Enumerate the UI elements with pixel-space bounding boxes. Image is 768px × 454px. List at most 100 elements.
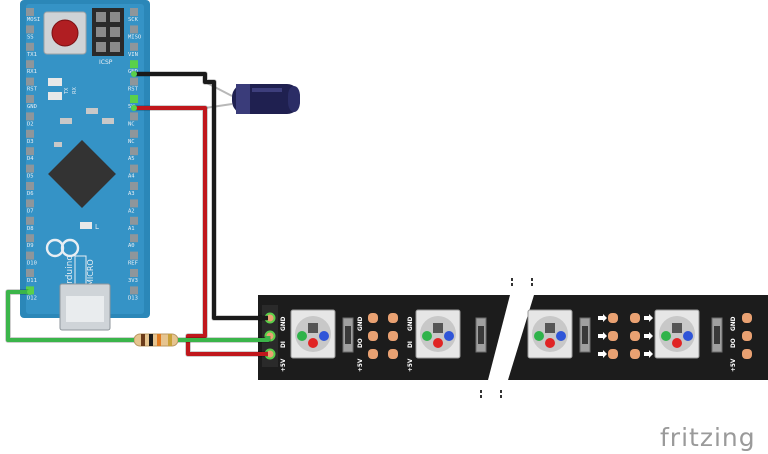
- strip-input-label-2: +5V: [281, 358, 287, 372]
- pin-label-left: D8: [27, 226, 34, 232]
- pin-a3-right: [130, 182, 138, 190]
- pin-rst-left: [26, 77, 34, 86]
- data-wire-b: [178, 336, 270, 342]
- strip-pad-label-3-2: +5V: [731, 358, 737, 372]
- strip-pad-label-3-0: GND: [731, 316, 737, 331]
- pin-a4-right: [130, 164, 138, 173]
- left-pin-header: MOSISSTX1RX1RSTGNDD2D3D4D5D6D7D8D9D10D11…: [26, 8, 40, 301]
- strip-arrow-a-2: [598, 350, 607, 358]
- l-led: [80, 222, 92, 229]
- strip-arrow-b-2: [644, 350, 653, 358]
- strip-pad-label-1-1: DO: [358, 338, 364, 348]
- pin-5v-right: [130, 95, 138, 103]
- pin-label-left: MOSI: [27, 17, 40, 23]
- strip-pad-d-1: [630, 331, 640, 341]
- pin-a2-right: [130, 199, 138, 208]
- pin-d6-left: [26, 182, 34, 190]
- pin-label-left: D12: [27, 295, 37, 301]
- pin-label-right: NC: [128, 139, 135, 145]
- gnd-wire: [134, 72, 268, 320]
- pin-label-left: D9: [27, 243, 34, 249]
- pin-miso-right: [130, 25, 138, 34]
- pin-label-right: D13: [128, 295, 138, 301]
- led-chip-4: [654, 309, 700, 359]
- strip-pad-label-2-0: GND: [408, 316, 414, 331]
- wire-junction: [131, 105, 137, 111]
- pin-label-left: D6: [27, 191, 34, 197]
- rx-led: [48, 92, 62, 100]
- pin-d8-left: [26, 216, 34, 225]
- pin-d2-left: [26, 112, 34, 121]
- led-chip-2: [415, 309, 461, 359]
- pin-label-left: D3: [27, 139, 34, 145]
- wire-junction: [27, 289, 33, 295]
- tx-label: TX: [64, 87, 70, 95]
- strip-pad-c-0: [608, 313, 618, 323]
- pin-d5-left: [26, 164, 34, 173]
- brand-label: Arduino: [65, 255, 75, 290]
- icsp-header: [92, 8, 124, 56]
- arduino-logo-icon: [45, 238, 80, 258]
- pin-label-left: D10: [27, 261, 37, 267]
- data-wire-a: [6, 290, 134, 342]
- pin-d4-left: [26, 147, 34, 156]
- pin-rst-right: [130, 77, 138, 86]
- strip-pad-label-1-2: +5V: [358, 358, 364, 372]
- strip-cut-marks: [480, 278, 533, 398]
- strip-pad-c-1: [608, 331, 618, 341]
- pin-3v3-right: [130, 269, 138, 277]
- pin-d11-left: [26, 269, 34, 277]
- pin-label-left: D7: [27, 208, 34, 214]
- pin-a0-right: [130, 234, 138, 243]
- strip-pad-c-2: [608, 349, 618, 359]
- pin-d7-left: [26, 199, 34, 208]
- strip-pad-b-0: [388, 313, 398, 323]
- vcc-wire: [134, 106, 268, 356]
- pin-label-right: A5: [128, 156, 135, 162]
- strip-pad-d-0: [630, 313, 640, 323]
- pin-label-right: VIN: [128, 52, 138, 58]
- strip-input-label-0: GND: [281, 316, 287, 331]
- icsp-label: ICSP: [99, 59, 113, 66]
- pin-label-right: MISO: [128, 34, 141, 40]
- rx-label: RX: [72, 87, 78, 94]
- pin-label-right: NC: [128, 121, 135, 127]
- reset-button: [43, 11, 87, 55]
- strip-arrow-b-1: [644, 332, 653, 340]
- strip-pad-e-1: [742, 331, 752, 341]
- pin-label-right: A1: [128, 226, 135, 232]
- tx-led: [48, 78, 62, 86]
- wires: [5, 71, 271, 357]
- pin-label-left: D4: [27, 156, 34, 162]
- pin-label-right: REF: [128, 261, 138, 267]
- pin-label-left: D11: [27, 278, 37, 284]
- pin-label-left: SS: [27, 34, 34, 40]
- pin-d10-left: [26, 251, 34, 260]
- led-chip-1: [290, 309, 336, 359]
- strip-arrow-a-1: [598, 332, 607, 340]
- pin-label-left: GND: [27, 104, 37, 110]
- pin-label-right: A2: [128, 208, 135, 214]
- pin-a5-right: [130, 147, 138, 156]
- pin-d13-right: [130, 286, 138, 295]
- strip-pad-a-1: [368, 331, 378, 341]
- pin-nc-right: [130, 129, 138, 138]
- pin-ss-left: [26, 25, 34, 34]
- pin-nc-right: [130, 112, 138, 121]
- pin-label-right: SCK: [128, 17, 139, 23]
- strip-pad-label-2-2: +5V: [408, 358, 414, 372]
- pin-rx1-left: [26, 60, 34, 69]
- pin-sck-right: [130, 8, 138, 16]
- capacitor: [204, 81, 300, 114]
- pin-mosi-left: [26, 8, 34, 16]
- pin-label-right: A4: [128, 174, 135, 180]
- strip-pad-b-1: [388, 331, 398, 341]
- pin-label-right: A3: [128, 191, 135, 197]
- strip-pad-e-2: [742, 349, 752, 359]
- strip-pad-label-3-1: DO: [731, 338, 737, 348]
- strip-arrow-a-0: [598, 314, 607, 322]
- pin-ref-right: [130, 251, 138, 260]
- pin-label-left: RST: [27, 87, 38, 93]
- wire-junction: [131, 71, 137, 77]
